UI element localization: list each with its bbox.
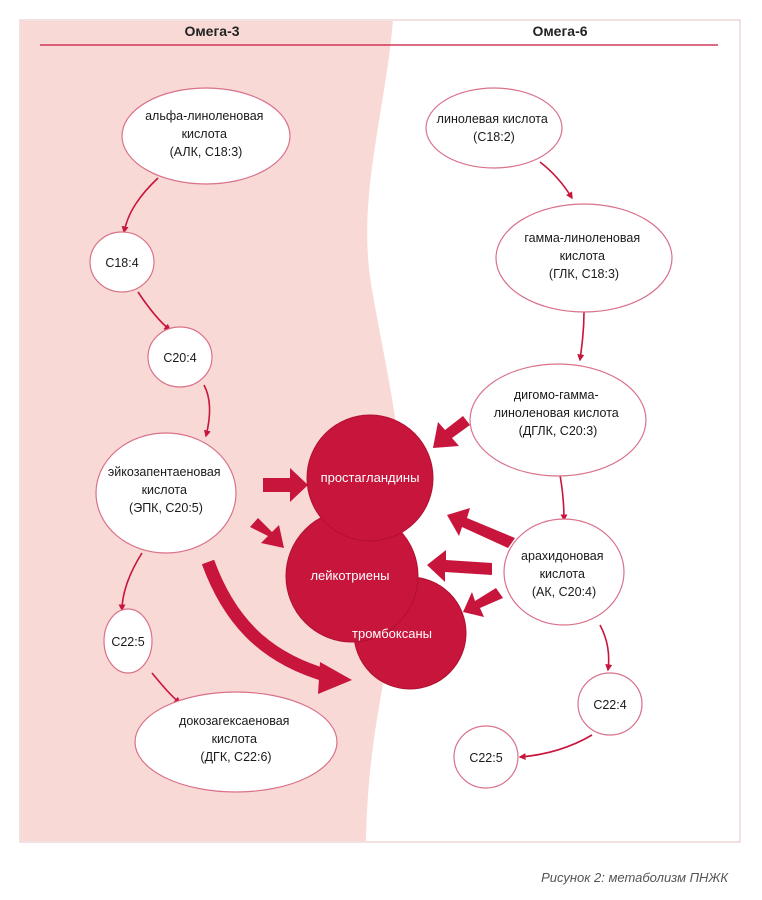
label-c22-4: C22:4 xyxy=(593,698,626,712)
label-c22-5a: C22:5 xyxy=(111,635,144,649)
figure-caption: Рисунок 2: метаболизм ПНЖК xyxy=(541,870,729,885)
node-linol xyxy=(425,87,563,169)
arrow-glk-dglk xyxy=(577,311,585,362)
arrow-c20-4-epk xyxy=(203,384,211,438)
arrow-epk-c22-5 xyxy=(118,552,143,612)
label-c22-5b: C22:5 xyxy=(469,751,502,765)
block-arrow-dglk-prost xyxy=(433,416,470,448)
node-prostaglandins xyxy=(306,414,434,542)
label-dglk: дигомо-гамма- линоленовая кислота (ДГЛК,… xyxy=(494,388,622,438)
node-glk xyxy=(495,203,673,313)
node-c20-4 xyxy=(147,326,213,388)
label-thromboxanes: тромбоксаны xyxy=(352,626,432,641)
label-prostaglandins: простагландины xyxy=(321,470,420,485)
block-arrow-epk-leuk xyxy=(250,518,284,548)
block-arrow-ak-prost xyxy=(447,508,515,548)
node-c22-5a xyxy=(103,608,153,674)
arrow-alk-c18-4 xyxy=(121,177,159,234)
node-epk xyxy=(95,432,237,554)
label-c18-4: C18:4 xyxy=(105,256,138,270)
node-dglk xyxy=(469,363,647,477)
arrow-ak-c22-4 xyxy=(599,624,613,672)
node-ak xyxy=(503,518,625,626)
block-arrow-ak-leuk xyxy=(427,550,492,582)
node-c22-5b xyxy=(453,725,519,789)
node-c22-4 xyxy=(577,672,643,736)
label-linol: линолевая кислота (C18:2) xyxy=(437,112,552,144)
label-c20-4: C20:4 xyxy=(163,351,196,365)
big-arrow-epk-thromb xyxy=(201,559,330,683)
arrow-c18-4-c20-4 xyxy=(137,291,172,331)
label-glk: гамма-линоленовая кислота (ГЛК, C18:3) xyxy=(524,231,643,281)
label-leukotrienes: лейкотриены xyxy=(310,568,389,583)
label-ak: арахидоновая кислота (АК, C20:4) xyxy=(521,549,607,599)
label-alk: альфа-линоленовая кислота (АЛК, C18:3) xyxy=(145,109,267,159)
arrow-dglk-ak xyxy=(559,474,568,522)
header-omega3: Омега-3 xyxy=(184,23,239,39)
header-omega6: Омега-6 xyxy=(532,23,587,39)
label-epk: эйкозапентаеновая кислота (ЭПК, C20:5) xyxy=(108,465,224,515)
block-arrow-ak-thromb xyxy=(463,588,503,617)
node-dgk xyxy=(134,691,338,793)
node-alk xyxy=(121,87,291,185)
arrow-c22-4-c22-5 xyxy=(518,734,593,761)
node-c18-4 xyxy=(89,231,155,293)
label-dgk: докозагексаеновая кислота (ДГК, C22:6) xyxy=(179,714,293,764)
arrow-linol-glk xyxy=(539,161,573,200)
block-arrow-epk-prost xyxy=(263,468,308,502)
big-arrow-head xyxy=(318,662,352,694)
